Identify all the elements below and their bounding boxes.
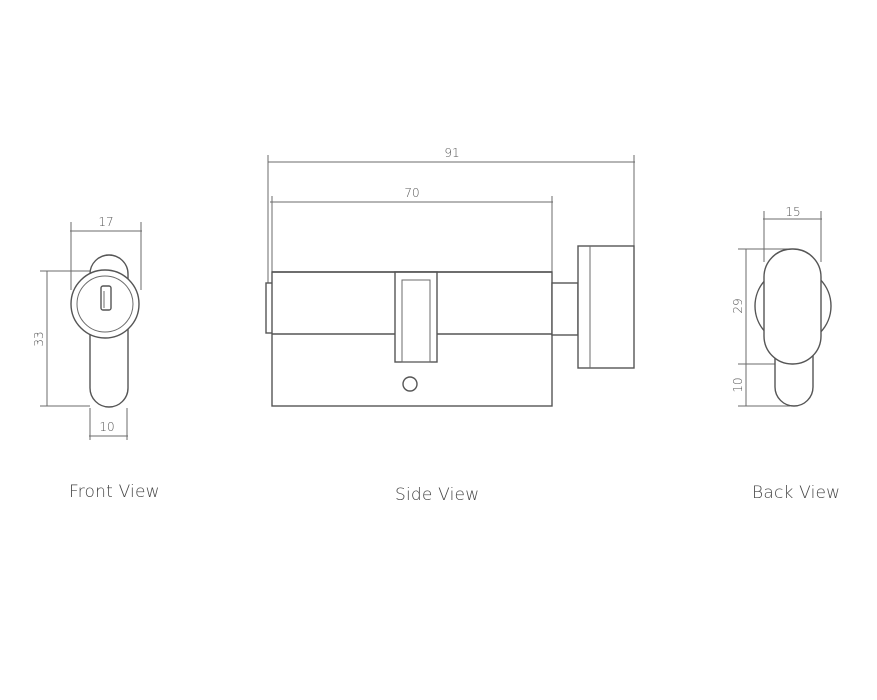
thumbturn-spindle [551,282,579,336]
front-bottom-label: 10 [99,420,114,434]
front-width-label: 17 [98,215,113,229]
front-plug-inner [76,275,134,333]
cam-slot-inner [401,279,431,363]
side-body-label: 70 [404,186,419,200]
front-plug-outer [70,269,140,339]
side-view-caption: Side View [395,485,480,505]
fixing-hole-icon [402,376,418,392]
cam-slot-outer [394,271,438,363]
front-height-label: 33 [32,331,46,346]
front-view: 17 33 10 [32,215,142,440]
thumbturn-knob [577,245,635,369]
back-width-label: 15 [785,205,800,219]
back-view-caption: Back View [752,483,841,503]
back-thumbturn-knob [763,248,822,365]
back-lower-label: 10 [731,377,745,392]
side-overall-label: 91 [444,146,459,160]
front-view-caption: Front View [69,482,160,502]
side-view: 91 70 [265,146,635,407]
keyway-icon [100,285,112,311]
back-upper-label: 29 [731,298,745,313]
back-view: 15 29 10 [731,205,832,407]
